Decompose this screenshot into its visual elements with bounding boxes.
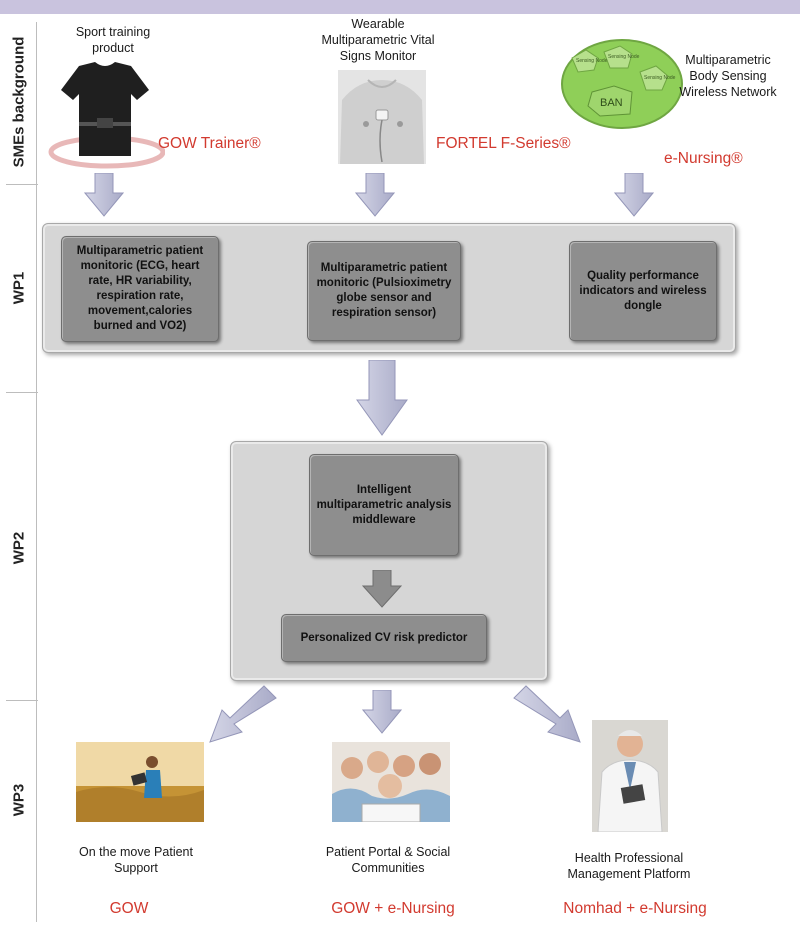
wp1-box: Quality performance indicators and wirel… bbox=[569, 241, 717, 341]
product-brand: e-Nursing® bbox=[664, 150, 743, 167]
row-separator bbox=[6, 184, 38, 185]
chest-image bbox=[338, 70, 426, 164]
output-caption: Patient Portal & Social Communities bbox=[325, 845, 451, 875]
row-label-wp2: WP2 bbox=[10, 531, 28, 565]
output-brand: GOW bbox=[109, 900, 149, 917]
field-image bbox=[76, 742, 204, 822]
product-caption: Sport training product bbox=[75, 25, 151, 55]
ban-center-label: BAN bbox=[600, 97, 623, 109]
product-brand: GOW Trainer® bbox=[158, 135, 261, 152]
row-separator bbox=[6, 700, 38, 701]
wp1-box: Multiparametric patient monitoric (Pulsi… bbox=[307, 241, 461, 341]
row-label-sme: SMEs background bbox=[10, 36, 28, 168]
product-caption: Multiparametric Body Sensing Wireless Ne… bbox=[679, 53, 777, 99]
down-arrow bbox=[84, 173, 124, 217]
ban-node-label: Sensing Node bbox=[644, 75, 676, 81]
wp2-box: Personalized CV risk predictor bbox=[281, 614, 487, 662]
output-caption: Health Professional Management Platform bbox=[567, 851, 691, 881]
row-label-wp3: WP3 bbox=[10, 783, 28, 817]
down-arrow bbox=[362, 690, 402, 734]
output-brand: Nomhad + e-Nursing bbox=[563, 900, 707, 917]
output-brand: GOW + e-Nursing bbox=[331, 900, 455, 917]
row-separator bbox=[6, 392, 38, 393]
down-arrow bbox=[356, 360, 408, 436]
product-caption: Wearable Multiparametric Vital Signs Mon… bbox=[321, 17, 435, 63]
doctor-image bbox=[592, 720, 668, 832]
diagonal-arrow-left bbox=[209, 685, 277, 743]
diagonal-arrow-right bbox=[513, 685, 581, 743]
output-caption: On the move Patient Support bbox=[79, 845, 193, 875]
product-brand: FORTEL F-Series® bbox=[436, 135, 571, 152]
wp1-box: Multiparametric patient monitoric (ECG, … bbox=[61, 236, 219, 342]
ban-network-image: Sensing Node Sensing Node Sensing Node B… bbox=[560, 36, 684, 132]
wp2-box: Intelligent multiparametric analysis mid… bbox=[309, 454, 459, 556]
row-label-wp1: WP1 bbox=[10, 271, 28, 305]
down-arrow bbox=[614, 173, 654, 217]
shirt-image bbox=[45, 60, 165, 170]
top-bar bbox=[0, 0, 800, 14]
sidebar-divider bbox=[36, 22, 37, 922]
down-arrow bbox=[355, 173, 395, 217]
down-arrow bbox=[362, 570, 402, 608]
ban-node-label: Sensing Node bbox=[576, 58, 608, 64]
ban-node-label: Sensing Node bbox=[608, 54, 640, 60]
seniors-image bbox=[332, 742, 450, 822]
